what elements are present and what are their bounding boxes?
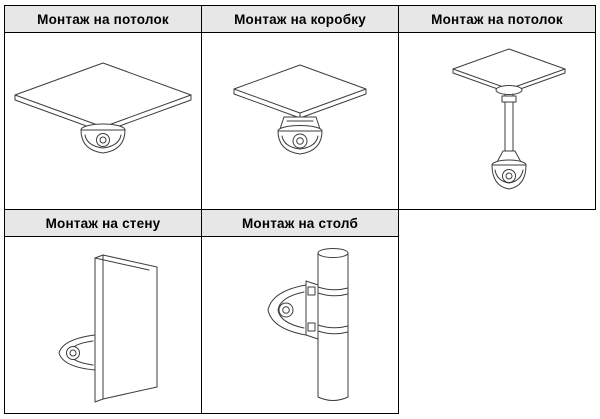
dome-camera [491,159,527,190]
cell-body-junction-box-mount [202,33,398,209]
ceiling-panel [14,62,192,133]
cell-pendant-ceiling-mount: Монтаж на потолок [399,6,596,210]
empty-region [399,210,596,414]
cell-body-ceiling-mount [5,33,201,209]
pole [317,248,349,401]
junction-box-mount-illustration [233,64,367,155]
mount-options-table: Монтаж на потолок [4,5,596,414]
cell-wall-mount: Монтаж на стену [5,210,202,414]
dome-camera [267,284,307,336]
cell-title: Монтаж на потолок [431,11,563,27]
cell-body-wall-mount [5,237,201,413]
cell-title: Монтаж на столб [241,215,359,231]
pendant-ceiling-mount-illustration [452,48,566,190]
cell-title: Монтаж на потолок [37,11,169,27]
mounting-straps [317,286,349,335]
pole-mount-illustration [267,248,349,401]
dome-camera [80,123,126,154]
cell-title: Монтаж на коробку [234,11,366,27]
camera-bracket [305,280,319,340]
cell-pole-mount: Монтаж на столб [202,210,399,414]
cell-header-pendant-ceiling-mount: Монтаж на потолок [399,6,595,33]
cell-title: Монтаж на стену [45,215,161,231]
ceiling-panel [233,64,367,119]
cell-header-pole-mount: Монтаж на столб [202,210,398,237]
cell-junction-box-mount: Монтаж на коробку [202,6,399,210]
cell-ceiling-mount: Монтаж на потолок [5,6,202,210]
cell-body-pendant-ceiling-mount [399,33,595,209]
cell-header-wall-mount: Монтаж на стену [5,210,201,237]
wall-panel [94,254,158,403]
pendant-pipe [501,93,517,152]
dome-camera [58,334,96,371]
ceiling-mount-illustration [14,62,192,154]
wall-mount-illustration [58,254,158,403]
cell-header-ceiling-mount: Монтаж на потолок [5,6,201,33]
cell-header-junction-box-mount: Монтаж на коробку [202,6,398,33]
cell-body-pole-mount [202,237,398,413]
mount-plate [495,85,523,95]
dome-camera [277,125,323,155]
